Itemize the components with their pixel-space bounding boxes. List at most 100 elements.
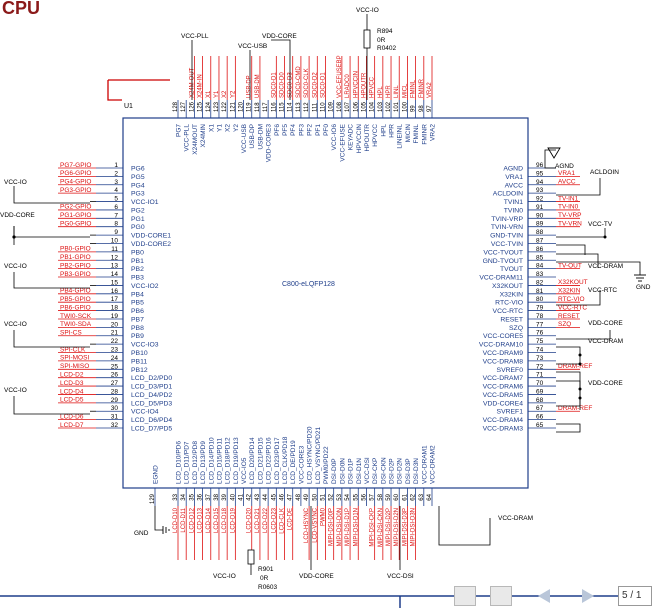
- schematic-title: CPU: [2, 0, 40, 18]
- left-net-label: PB0-GPIO: [60, 246, 91, 253]
- bottom-net-label: LCD-D19: [230, 507, 236, 533]
- right-pin-number: 65: [536, 422, 544, 429]
- left-pin-name: PB7: [131, 316, 144, 323]
- bottom-pin-name: LCD_D22/PD16: [266, 437, 273, 484]
- frame-corner-tl: [107, 80, 122, 101]
- bottom-pin-number: 40: [230, 493, 236, 500]
- top-pin-name: HPVCC: [372, 124, 379, 147]
- left-pin-name: VCC-IO4: [131, 409, 159, 416]
- bottom-pin-number: 42: [247, 493, 253, 500]
- bottom-net-label: LCD-D14: [206, 507, 212, 533]
- left-pin-number: 28: [111, 388, 119, 395]
- top-net-label: X2: [222, 90, 228, 98]
- bottom-pin-number: 53: [337, 493, 343, 500]
- top-net-label: SDC0-D3: [288, 72, 294, 98]
- bottom-pin-number: 48: [296, 493, 302, 500]
- left-pin-name: PG0: [131, 224, 145, 231]
- top-net-label: Y1: [214, 90, 220, 98]
- top-pin-number: 111: [312, 102, 318, 112]
- bottom-net-label: LCD-D12: [189, 507, 195, 533]
- right-pin-name: VCC-DRAM6: [483, 384, 524, 391]
- top-pin-name: VDD-CORE3: [266, 124, 273, 163]
- back-arrow-icon[interactable]: [534, 586, 556, 606]
- left-pin-name: PB3: [131, 275, 144, 282]
- bottom-pin-number: 59: [386, 493, 392, 500]
- bottom-pin-number: 34: [181, 493, 187, 500]
- bottom-pin-name: DSI-D3N: [413, 458, 420, 484]
- bottom-pin-number: 51: [320, 493, 326, 500]
- top-pin-name: USB-DM: [257, 124, 264, 150]
- bottom-net-label: MIPI-DSI-D3P: [402, 508, 408, 546]
- save-icon[interactable]: [454, 586, 476, 606]
- bottom-net-label: LCD-VSYNC: [312, 507, 318, 542]
- top-net-label: LRADC0: [345, 74, 351, 98]
- left-pin-name: PB8: [131, 325, 144, 332]
- left-pin-name: PB2: [131, 266, 144, 273]
- bottom-pin-name: DSI-D2P: [389, 458, 396, 484]
- bottom-pin-name: LCD_D12/PD8: [192, 441, 199, 484]
- right-net-label: VRA1: [558, 170, 575, 177]
- left-pin-number: 21: [111, 330, 119, 337]
- bottom-pin-name: LCD_HSYNC/PD20: [307, 426, 314, 484]
- top-pin-name: VCC-EFUSE: [339, 123, 346, 161]
- left-pin-name: LCD_D6/PD4: [131, 417, 172, 424]
- left-pin-number: 6: [114, 204, 118, 211]
- bottom-pin-name: LCD_DE/PD19: [290, 440, 297, 484]
- agnd-label: AGND: [555, 163, 574, 170]
- vdd-core-label-left: VDD-CORE: [0, 212, 35, 219]
- top-pin-number: 105: [361, 101, 367, 112]
- right-pin-number: 96: [536, 162, 544, 169]
- acldoin-label: ACLDOIN: [590, 169, 619, 176]
- bottom-pin-name: LCD_D15/PD11: [216, 437, 223, 484]
- top-pin-number: 107: [345, 101, 351, 112]
- forward-arrow-icon[interactable]: [576, 586, 598, 606]
- right-pin-name: VCC-TVIN: [491, 241, 523, 248]
- agnd-symbol: [547, 147, 561, 159]
- bottom-pin-number: 49: [304, 493, 310, 500]
- top-pin-name: PF6: [274, 124, 281, 136]
- right-net-label: TV-VRN: [558, 221, 582, 228]
- left-pin-name: PB0: [131, 249, 144, 256]
- right-pin-number: 70: [536, 380, 544, 387]
- left-pin-number: 26: [111, 372, 119, 379]
- left-pin-name: PB4: [131, 291, 144, 298]
- top-pin-name: VCC-USB: [241, 124, 248, 153]
- bottom-net-label: LCD-DE: [288, 508, 294, 530]
- chip-name: C800-eLQFP128: [282, 281, 335, 288]
- r894-value: 0R: [377, 37, 386, 44]
- left-pin-name: PG2: [131, 207, 145, 214]
- page-indicator[interactable]: 5 / 1: [618, 586, 652, 606]
- left-pin-name: PB10: [131, 350, 148, 357]
- top-pin-name: PF5: [282, 124, 289, 136]
- bottom-pin-number: 41: [239, 493, 245, 500]
- right-pin-name: VCC-TVOUT: [483, 249, 523, 256]
- left-net-label: PG1-GPIO: [60, 212, 91, 219]
- left-pin-number: 25: [111, 363, 119, 370]
- left-net-label: LCD-D5: [60, 397, 84, 404]
- right-net-label: TV-IN0: [558, 204, 579, 211]
- left-pin-name: LCD_D2/PD0: [131, 375, 172, 382]
- right-pin-number: 73: [536, 355, 544, 362]
- right-pin-number: 85: [536, 254, 544, 261]
- top-net-label: X1: [206, 90, 212, 98]
- left-pin-number: 1: [114, 162, 118, 169]
- top-pin-number: 98: [419, 105, 425, 112]
- right-pin-number: 77: [536, 321, 544, 328]
- left-net-label: TWI0-SDA: [60, 321, 92, 328]
- bottom-net-label: LCD-D21: [255, 507, 261, 533]
- right-pin-name: X32KOUT: [492, 283, 523, 290]
- print-icon[interactable]: [490, 586, 512, 606]
- right-pin-number: 86: [536, 246, 544, 253]
- bottom-pin-number: 39: [222, 493, 228, 500]
- top-pin-number: 100: [402, 101, 408, 112]
- right-net-label: RTC-VIO: [558, 296, 585, 303]
- bottom-pin-number: 33: [173, 493, 179, 500]
- bottom-net-label: LCD-D10: [173, 507, 179, 533]
- bottom-pin-name: LCD_D21/PD15: [257, 437, 264, 484]
- left-net-label: LCD-D2: [60, 371, 84, 378]
- top-pin-number: 127: [181, 101, 187, 112]
- bottom-net-label: MIPI-DSI-D0P: [329, 508, 335, 546]
- bottom-net-label: LCD-D18: [222, 507, 228, 533]
- top-net-label: Y2: [230, 90, 236, 98]
- left-pin-name: PB11: [131, 358, 147, 365]
